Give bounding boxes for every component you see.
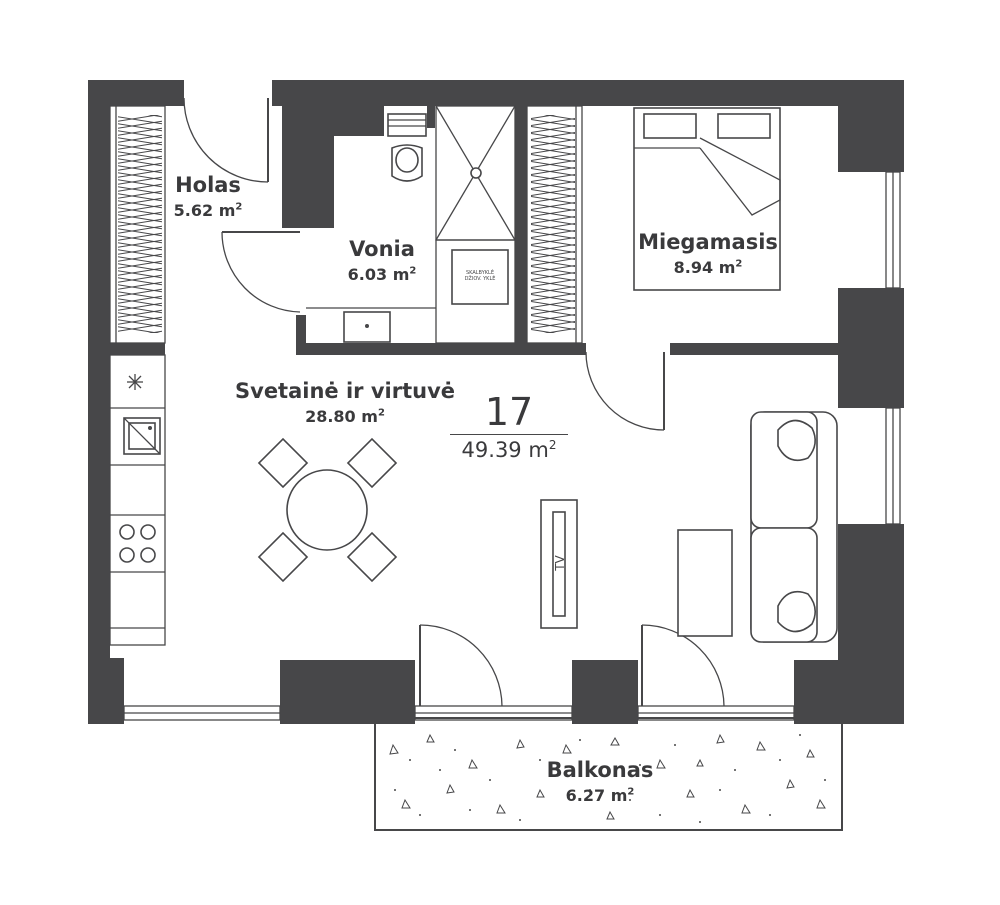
bathroom-label: Vonia 6.03 m2 [324,237,440,284]
bathroom-sink [306,307,436,343]
bathroom-area: 6.03 m2 [347,265,417,284]
snowflake-icon [127,374,143,390]
apartment-number: 17 [484,390,534,434]
balcony-dots [394,734,826,823]
living-name: Svetainė ir virtuvė [235,379,455,403]
hall-name: Holas [175,173,241,197]
balcony-label: Balkonas 6.27 m2 [530,758,670,805]
bedroom-label: Miegamasis 8.94 m2 [628,230,788,277]
living-label: Svetainė ir virtuvė 28.80 m2 [232,379,458,426]
tv-label: TV [552,555,567,571]
cooktop [119,524,156,563]
washer-label-line1: SKALBYKLĖ [465,270,494,276]
bed [633,107,781,291]
balcony-area: 6.27 m2 [565,786,635,805]
balcony-name: Balkonas [546,758,654,782]
toilet [387,113,427,182]
balcony [374,717,843,831]
washing-machine [435,239,516,344]
bedroom-name: Miegamasis [638,230,778,254]
hall-label: Holas 5.62 m2 [150,173,266,220]
shower [435,105,516,241]
coffee-table [677,529,733,637]
hall-area: 5.62 m2 [173,201,243,220]
kitchen-sink [123,417,161,455]
tv-unit [540,499,578,629]
hall-wardrobe [109,105,166,344]
doors [183,97,725,707]
walls [88,80,904,724]
apartment-summary: 17 49.39 m2 [450,390,568,462]
kitchen-counter [109,354,166,646]
balcony-floor-texture [389,733,826,820]
bathroom-name: Vonia [349,237,415,261]
living-area: 28.80 m2 [305,407,385,426]
apartment-total-area: 49.39 m2 [450,434,568,462]
sofa [750,411,838,643]
washer-label-line2: DŽIOV. YKLĖ [464,276,496,282]
bedroom-wardrobe [526,105,583,344]
windows [123,171,901,721]
bedroom-area: 8.94 m2 [673,258,743,277]
dining-table [257,437,398,583]
washer-label: SKALBYKLĖ DŽIOV. YKLĖ [452,270,508,282]
